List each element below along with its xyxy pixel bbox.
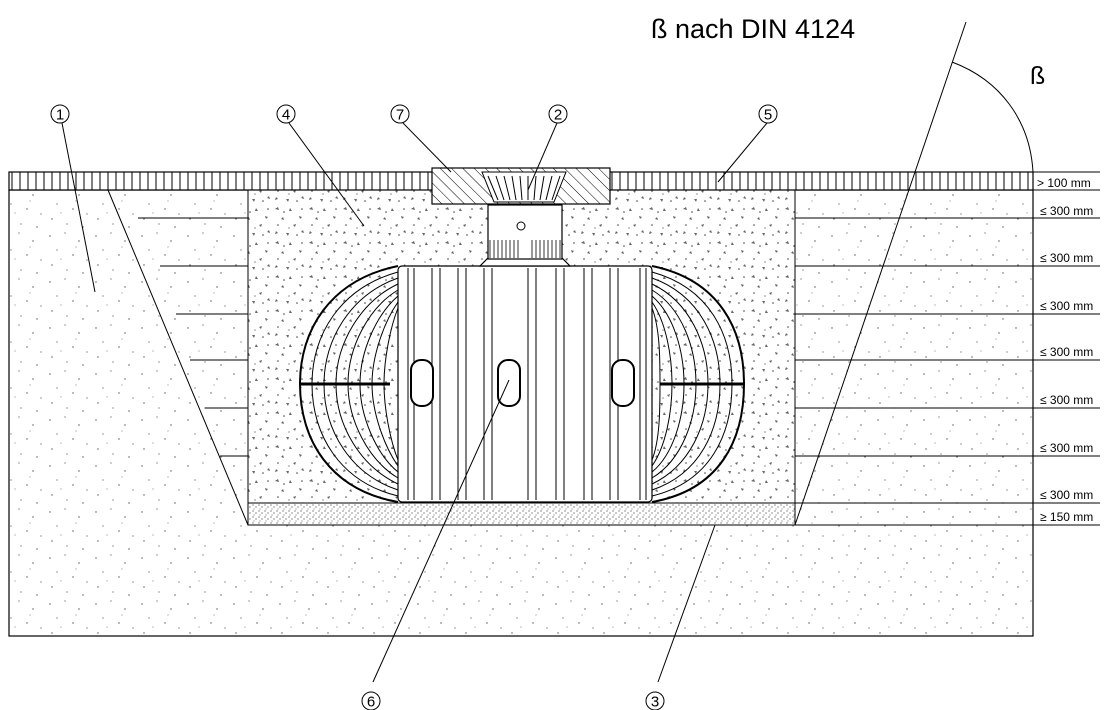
dimension-label: ≤ 300 mm xyxy=(1040,488,1093,502)
left-compaction-layers xyxy=(107,189,249,526)
tank-ribs xyxy=(407,268,647,500)
slope-line xyxy=(794,21,967,526)
callout-3 xyxy=(645,691,665,710)
tank-left-dome xyxy=(298,265,399,503)
right-compaction-layers xyxy=(795,171,1100,526)
dimension-label: ≤ 300 mm xyxy=(1040,251,1093,265)
angle-arc xyxy=(951,61,1034,173)
callout-2 xyxy=(548,104,568,124)
dimension-label: ≤ 300 mm xyxy=(1040,393,1093,407)
callout-1 xyxy=(50,104,70,124)
leader-lines xyxy=(61,122,768,683)
tank-right-dome xyxy=(651,265,746,503)
tank-dome-shaft xyxy=(478,204,572,267)
callout-4-label: 4 xyxy=(282,107,290,124)
dimension-label: ≤ 300 mm xyxy=(1040,204,1093,218)
dimension-label: ≤ 300 mm xyxy=(1040,441,1093,455)
callout-5 xyxy=(758,104,778,124)
callout-1-label: 1 xyxy=(56,107,64,124)
callout-4 xyxy=(276,104,296,124)
diagram-title: ß nach DIN 4124 xyxy=(651,14,855,44)
tank-cover xyxy=(481,171,567,203)
bedding-sand-layer xyxy=(247,502,796,526)
callout-5-label: 5 xyxy=(764,107,772,124)
dimension-label: > 100 mm xyxy=(1037,176,1091,190)
callout-6 xyxy=(361,691,381,710)
callout-3-label: 3 xyxy=(651,694,659,710)
dimension-label: ≥ 150 mm xyxy=(1040,510,1093,524)
angle-symbol: ß xyxy=(1030,62,1045,90)
callout-2-label: 2 xyxy=(554,107,562,124)
tank-inspection-openings xyxy=(410,359,635,407)
dimension-label: ≤ 300 mm xyxy=(1040,299,1093,313)
dimension-label: ≤ 300 mm xyxy=(1040,345,1093,359)
callout-6-label: 6 xyxy=(367,694,375,710)
callout-7-label: 7 xyxy=(396,107,404,124)
callout-markers xyxy=(50,104,778,710)
callout-7 xyxy=(390,104,410,124)
